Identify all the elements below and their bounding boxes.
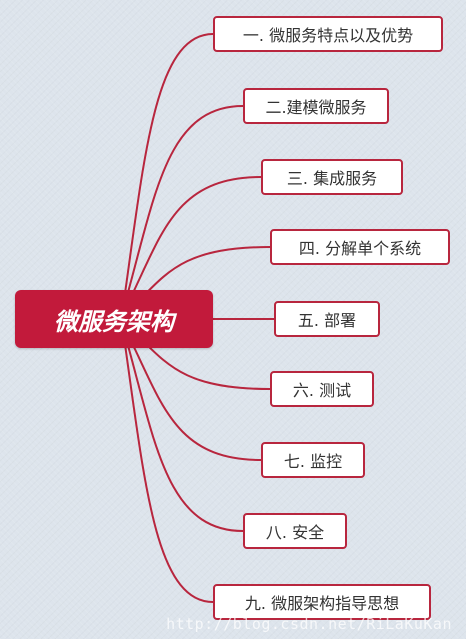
connector-line [122,327,244,532]
branch-node: 四. 分解单个系统 [270,229,450,265]
branch-node: 八. 安全 [243,513,347,549]
connector-line [122,105,244,311]
connector-line [122,33,214,308]
branch-node: 三. 集成服务 [261,159,403,195]
root-node: 微服务架构 [15,290,213,348]
connector-line [122,176,262,314]
connector-line [122,324,262,461]
branch-node: 六. 测试 [270,371,374,407]
branch-node: 九. 微服架构指导思想 [213,584,431,620]
branch-node: 七. 监控 [261,442,365,478]
branch-node: 五. 部署 [274,301,380,337]
watermark-text: http://blog.csdn.net/RiLaKuKan [166,615,452,633]
branch-node: 一. 微服务特点以及优势 [213,16,443,52]
branch-node: 二.建模微服务 [243,88,389,124]
connector-line [122,330,214,603]
